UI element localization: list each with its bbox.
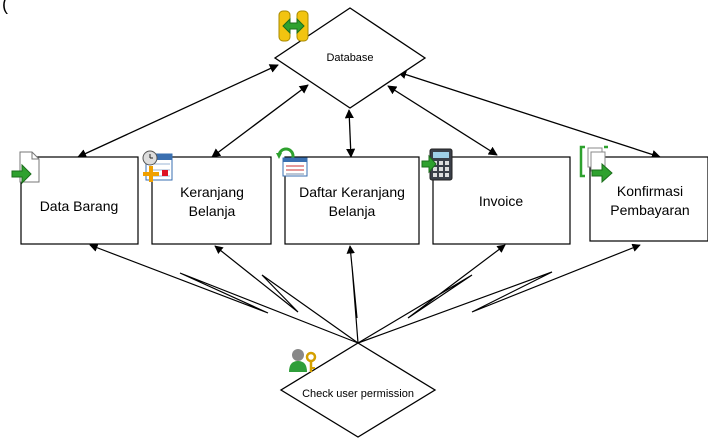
connector-db-konfirmasi: [397, 70, 661, 159]
permission-node: Check user permission: [279, 342, 437, 438]
module-label-line2: Belanja: [329, 203, 376, 219]
connector-perm-invoice: [357, 244, 506, 344]
calculator-arrow-icon: [421, 148, 453, 181]
header-fragment: (: [2, 0, 8, 14]
database-connectors: [77, 64, 661, 159]
list-refresh-icon: [276, 147, 308, 177]
module-label-line1: Konfirmasi: [617, 183, 683, 199]
connector-db-data-barang: [77, 64, 279, 158]
permission-connectors: [89, 243, 641, 344]
module-label: Invoice: [479, 193, 524, 209]
module-invoice: Invoice: [421, 148, 571, 245]
module-konfirmasi-pembayaran: Konfirmasi Pembayaran: [579, 145, 708, 242]
database-node: Database: [273, 7, 427, 109]
module-label-line2: Belanja: [189, 203, 236, 219]
connector-perm-daftar: [346, 245, 359, 344]
module-daftar-keranjang-belanja: Daftar Keranjang Belanja: [276, 147, 420, 245]
connector-db-keranjang: [211, 84, 309, 158]
database-sync-icon: [278, 10, 309, 42]
user-key-icon: [289, 349, 317, 372]
document-arrow-icon: [11, 151, 40, 185]
module-data-barang: Data Barang: [11, 151, 139, 245]
module-label: Data Barang: [40, 198, 119, 214]
module-label-line2: Pembayaran: [610, 202, 689, 218]
connector-perm-keranjang: [214, 245, 359, 344]
connector-perm-konfirmasi: [357, 243, 641, 344]
connector-db-daftar: [344, 109, 356, 158]
module-label-line1: Keranjang: [180, 184, 244, 200]
module-label-line1: Daftar Keranjang: [299, 184, 405, 200]
connector-db-invoice: [387, 85, 498, 156]
documents-bracket-icon: [579, 145, 613, 184]
connector-perm-data-barang: [89, 243, 359, 344]
calendar-clock-icon: [142, 150, 173, 182]
module-keranjang-belanja: Keranjang Belanja: [142, 150, 272, 245]
database-label: Database: [326, 52, 373, 64]
permission-label: Check user permission: [302, 388, 414, 400]
